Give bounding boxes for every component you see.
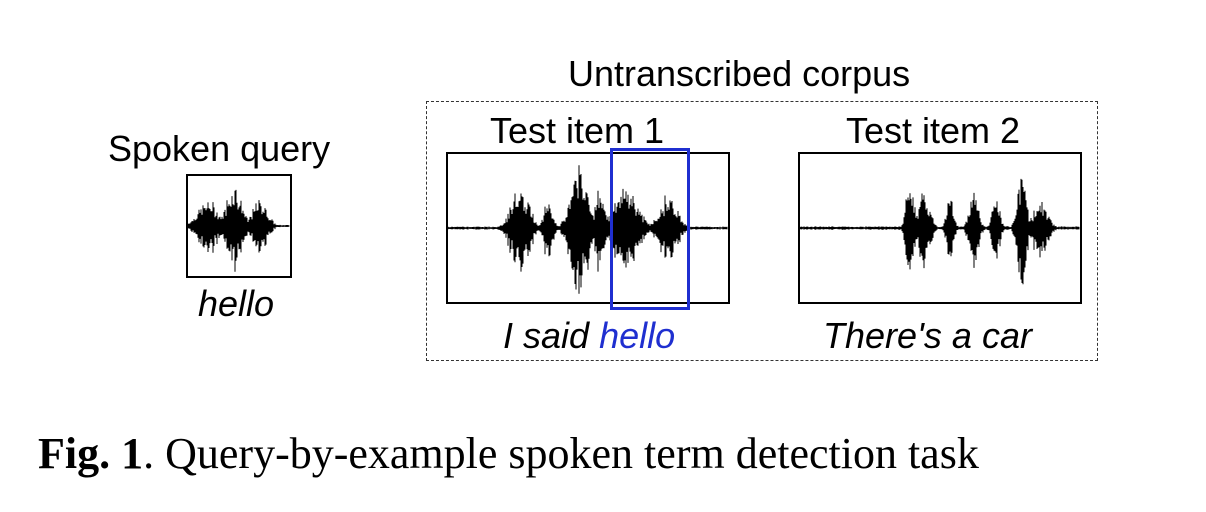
corpus-title: Untranscribed corpus	[568, 53, 911, 94]
test-item-1-waveform-box	[446, 152, 730, 304]
figure-caption: Fig. 1. Query-by-example spoken term det…	[38, 428, 979, 479]
spoken-query-waveform	[187, 189, 290, 272]
test-item-1-label: Test item 1	[490, 110, 665, 151]
figure-number: Fig. 1	[38, 429, 144, 478]
test-item-1-matched-word: hello	[599, 315, 676, 356]
spoken-query-label: Spoken query	[108, 128, 331, 169]
match-highlight-box	[610, 148, 690, 310]
spoken-query-waveform-box	[186, 174, 292, 278]
corpus-dashed-frame	[426, 101, 1098, 361]
test-item-2-transcript: There's a car	[823, 315, 1032, 356]
waveform-trace	[187, 189, 290, 272]
waveform-trace	[799, 178, 1080, 285]
test-item-1-waveform	[447, 165, 728, 294]
test-item-1-prefix: I said	[503, 315, 590, 356]
test-item-2-waveform	[799, 178, 1080, 285]
test-item-1-transcript: I said hello	[503, 315, 675, 357]
waveform-trace	[447, 165, 728, 294]
test-item-2-waveform-box	[798, 152, 1082, 304]
test-item-2-label: Test item 2	[846, 110, 1021, 151]
spoken-query-word: hello	[198, 283, 275, 324]
figure-caption-text: . Query-by-example spoken term detection…	[143, 429, 979, 478]
